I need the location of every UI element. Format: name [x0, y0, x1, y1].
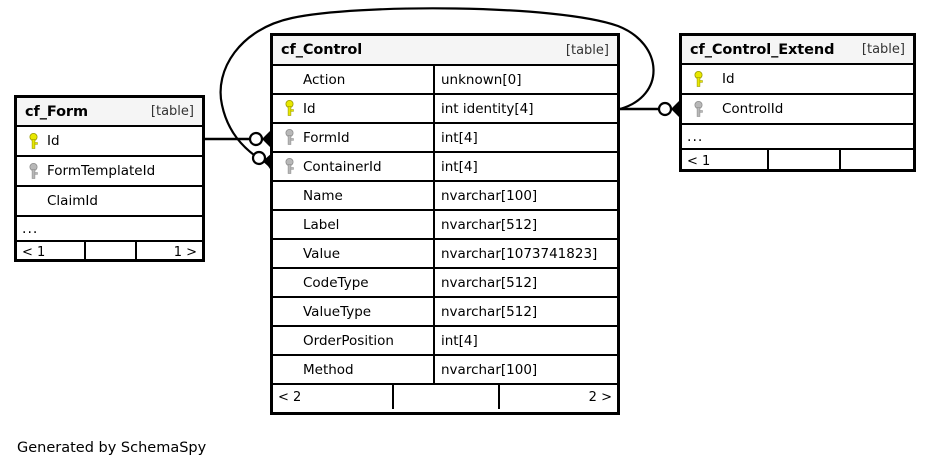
table-row[interactable]: OrderPosition int[4]	[273, 327, 617, 356]
footer-outgoing-count	[839, 150, 913, 172]
table-row[interactable]: FormTemplateId	[17, 157, 202, 187]
column-type: nvarchar[1073741823]	[433, 240, 617, 267]
table-name: cf_Control	[281, 42, 363, 58]
column-name: Id	[722, 71, 735, 87]
footer-incoming-count: < 2	[278, 389, 302, 405]
column-name-cell: OrderPosition	[273, 327, 433, 354]
table-name: cf_Control_Extend	[690, 41, 835, 58]
footer-middle	[767, 150, 839, 172]
column-name-cell: Value	[273, 240, 433, 267]
footer-middle	[83, 242, 136, 262]
column-type: int[4]	[433, 153, 617, 180]
column-type: int[4]	[433, 327, 617, 354]
column-name: CodeType	[303, 274, 369, 291]
foreign-key-icon	[279, 129, 299, 146]
table-type-tag: [table]	[150, 104, 194, 119]
column-name: Value	[303, 245, 341, 262]
table-cf-control-extend[interactable]: cf_Control_Extend [table] Id ControlId .…	[679, 33, 916, 172]
table-header-cf-form: cf_Form [table]	[17, 98, 202, 127]
column-name-cell: Label	[273, 211, 433, 238]
column-name-cell: Method	[273, 356, 433, 383]
column-name-cell: FormId	[273, 124, 433, 151]
foreign-key-icon	[688, 100, 708, 118]
column-name-cell: Id	[17, 127, 202, 155]
column-name-cell: ValueType	[273, 298, 433, 325]
column-name: FormId	[303, 129, 350, 146]
column-type: nvarchar[512]	[433, 269, 617, 296]
table-name: cf_Form	[25, 103, 88, 120]
column-type: nvarchar[512]	[433, 211, 617, 238]
column-name: Action	[303, 71, 346, 88]
column-name-cell: Action	[273, 66, 433, 93]
column-name: ControlId	[722, 101, 784, 117]
table-type-tag: [table]	[861, 42, 905, 57]
table-header-cf-control-extend: cf_Control_Extend [table]	[682, 36, 913, 65]
table-row[interactable]: ValueType nvarchar[512]	[273, 298, 617, 327]
table-row[interactable]: Id int identity[4]	[273, 95, 617, 124]
table-row[interactable]: Value nvarchar[1073741823]	[273, 240, 617, 269]
primary-key-icon	[688, 70, 708, 88]
table-header-cf-control: cf_Control [table]	[273, 36, 617, 66]
more-columns-indicator: ...	[682, 125, 913, 150]
table-row[interactable]: FormId int[4]	[273, 124, 617, 153]
footer-middle	[391, 385, 499, 409]
column-name-cell: ContainerId	[273, 153, 433, 180]
column-name: Name	[303, 187, 343, 204]
more-columns-indicator: ...	[17, 217, 202, 242]
edge-cfcontrol-to-cfcontrolextend	[620, 101, 679, 117]
table-cf-form[interactable]: cf_Form [table] Id FormTemplateId C	[14, 95, 205, 262]
column-name: FormTemplateId	[47, 163, 156, 179]
column-name: ClaimId	[47, 193, 98, 209]
table-row[interactable]: Id	[682, 65, 913, 95]
column-name-cell: ClaimId	[17, 187, 202, 215]
column-name-cell: Id	[273, 95, 433, 122]
column-name: ContainerId	[303, 158, 382, 175]
column-type: int[4]	[433, 124, 617, 151]
table-footer-cf-control-extend: < 1	[682, 150, 913, 172]
edge-cfform-to-cfcontrol	[205, 131, 270, 147]
column-type: nvarchar[512]	[433, 298, 617, 325]
diagram-caption: Generated by SchemaSpy	[17, 440, 207, 456]
footer-incoming-count: < 1	[22, 244, 46, 260]
footer-outgoing-count: 1 >	[135, 242, 202, 262]
column-name: ValueType	[303, 303, 372, 320]
column-name-cell: Id	[682, 65, 913, 93]
table-row[interactable]: Name nvarchar[100]	[273, 182, 617, 211]
table-row[interactable]: Method nvarchar[100]	[273, 356, 617, 385]
foreign-key-icon	[23, 162, 43, 180]
column-name: Method	[303, 361, 354, 378]
table-row[interactable]: Id	[17, 127, 202, 157]
primary-key-icon	[279, 100, 299, 117]
column-name: Label	[303, 216, 340, 233]
column-name-cell: ControlId	[682, 95, 913, 123]
column-name-cell: FormTemplateId	[17, 157, 202, 185]
table-row[interactable]: Action unknown[0]	[273, 66, 617, 95]
column-name: Id	[303, 100, 316, 117]
column-type: nvarchar[100]	[433, 356, 617, 383]
column-type: nvarchar[100]	[433, 182, 617, 209]
column-name-cell: CodeType	[273, 269, 433, 296]
column-name: Id	[47, 133, 60, 149]
table-row[interactable]: ControlId	[682, 95, 913, 125]
table-footer-cf-control: < 2 2 >	[273, 385, 617, 409]
column-name: OrderPosition	[303, 332, 394, 349]
primary-key-icon	[23, 132, 43, 150]
column-type: unknown[0]	[433, 66, 617, 93]
table-footer-cf-form: < 1 1 >	[17, 242, 202, 262]
footer-incoming-count: < 1	[687, 153, 711, 169]
table-type-tag: [table]	[565, 42, 609, 58]
column-name-cell: Name	[273, 182, 433, 209]
column-type: int identity[4]	[433, 95, 617, 122]
table-row[interactable]: ContainerId int[4]	[273, 153, 617, 182]
table-cf-control[interactable]: cf_Control [table] Action unknown[0] Id …	[270, 33, 620, 415]
table-row[interactable]: CodeType nvarchar[512]	[273, 269, 617, 298]
footer-outgoing-count: 2 >	[498, 385, 617, 409]
table-row[interactable]: Label nvarchar[512]	[273, 211, 617, 240]
table-row[interactable]: ClaimId	[17, 187, 202, 217]
foreign-key-icon	[279, 158, 299, 175]
